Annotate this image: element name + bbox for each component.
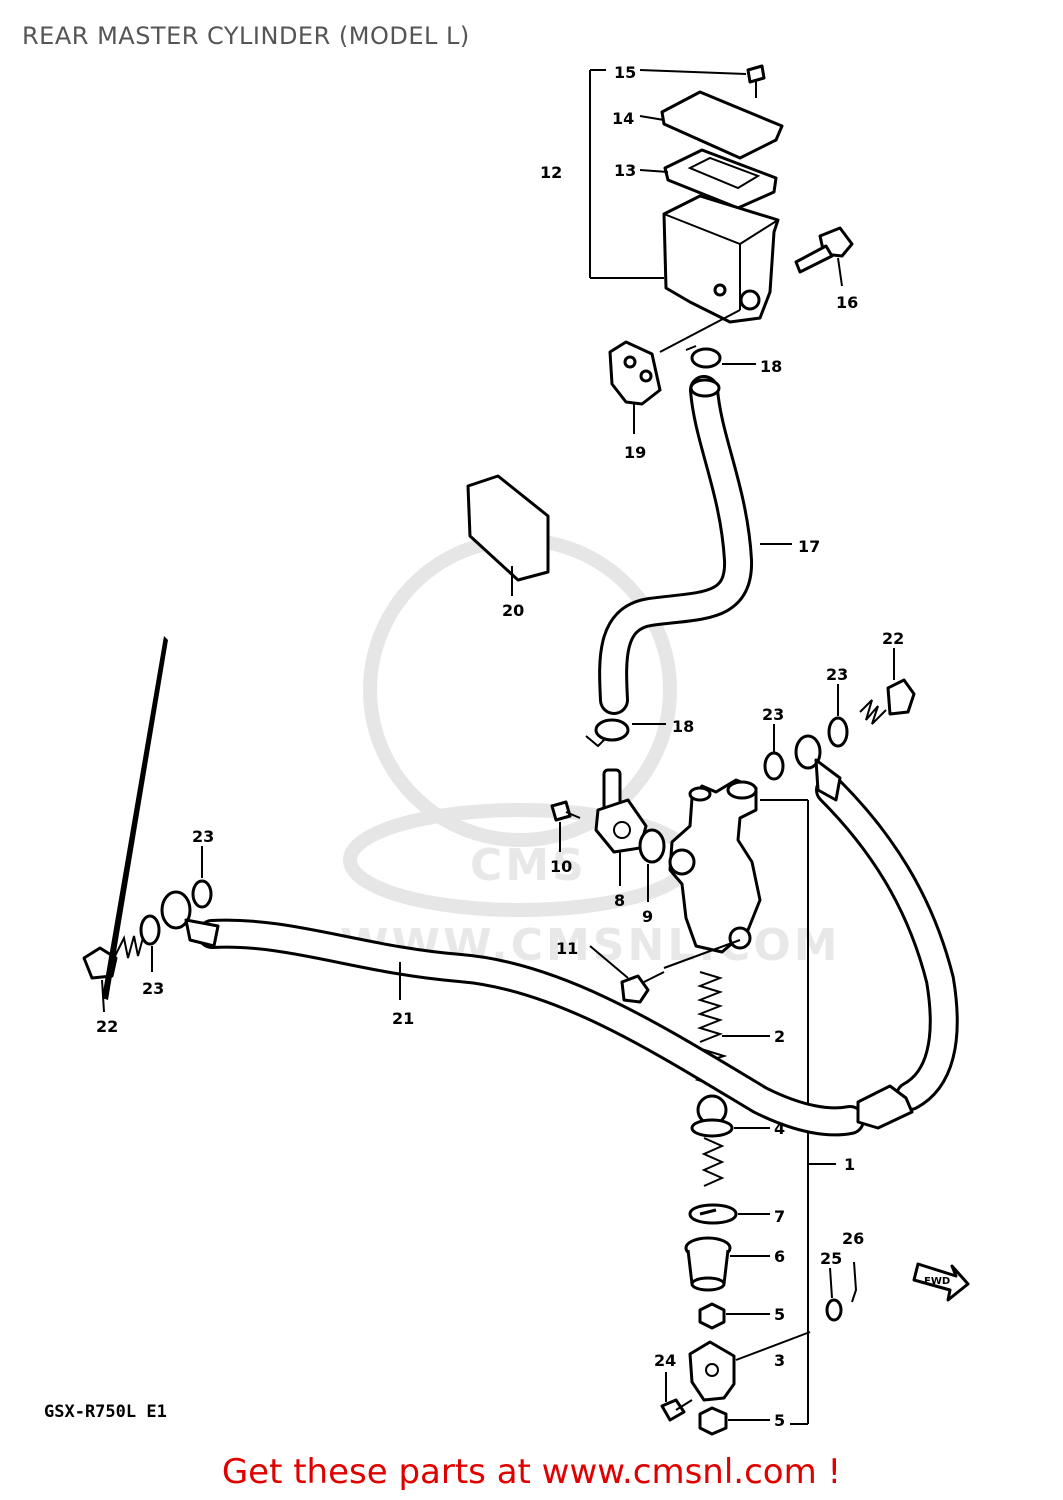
watermark-logo-text: CMS	[470, 840, 587, 891]
callout-24: 24	[654, 1351, 676, 1370]
part-5-nut-lower	[698, 1406, 728, 1436]
part-3-clevis	[688, 1340, 736, 1402]
callout-9: 9	[642, 907, 653, 926]
callout-22-right: 22	[882, 629, 904, 648]
part-1-master-cylinder-body	[668, 778, 762, 954]
part-22-banjo-bolt-right	[859, 678, 916, 725]
scan-artifact-stripe	[102, 636, 168, 1000]
callout-18-lower: 18	[672, 717, 694, 736]
part-21-brake-hose-right	[794, 734, 959, 1130]
callout-23-right-upper: 23	[826, 665, 848, 684]
part-12-reservoir	[662, 194, 780, 324]
part-4-piston	[690, 1047, 734, 1187]
part-20-label	[466, 474, 550, 582]
part-21-brake-hose	[197, 918, 865, 1137]
callout-17: 17	[798, 537, 820, 556]
part-5-nut-upper	[698, 1302, 726, 1330]
part-23-washer-right-upper	[827, 716, 849, 748]
callout-7: 7	[774, 1207, 785, 1226]
part-15-bolt	[746, 64, 766, 98]
part-10-bleeder	[550, 800, 581, 822]
part-7-circlip	[688, 1203, 738, 1225]
callout-23-left-lower: 23	[142, 979, 164, 998]
callout-10: 10	[550, 857, 572, 876]
callout-3: 3	[774, 1351, 785, 1370]
part-18-clamp-lower	[585, 718, 630, 748]
part-25-washer	[825, 1298, 843, 1322]
part-8-union	[594, 768, 648, 854]
callout-4: 4	[774, 1119, 785, 1138]
callout-13: 13	[614, 161, 636, 180]
part-2-spring	[696, 971, 724, 1043]
callout-6: 6	[774, 1247, 785, 1266]
part-13-diaphragm	[663, 148, 778, 210]
callout-14: 14	[612, 109, 634, 128]
callout-22-left: 22	[96, 1017, 118, 1036]
part-11-screw	[620, 971, 665, 1004]
callout-15: 15	[614, 63, 636, 82]
callout-5-lower: 5	[774, 1411, 785, 1430]
fwd-arrow-icon: FWD	[912, 1262, 970, 1302]
part-19-plate	[608, 340, 662, 406]
part-21-banjo-left	[160, 890, 220, 948]
callout-16: 16	[836, 293, 858, 312]
callout-12: 12	[540, 163, 562, 182]
part-9-o-ring	[638, 828, 666, 864]
callout-19: 19	[624, 443, 646, 462]
callout-18-upper: 18	[760, 357, 782, 376]
part-24-pin	[660, 1398, 693, 1422]
page-title: REAR MASTER CYLINDER (MODEL L)	[22, 22, 470, 50]
part-23-washer-left-lower	[139, 914, 161, 946]
part-17-reservoir-hose	[598, 375, 753, 715]
callout-1: 1	[844, 1155, 855, 1174]
part-26-cotter-pin	[851, 1261, 858, 1303]
watermark-logo: WWW.CMSNL.COM CMS	[340, 533, 838, 971]
part-18-clamp-upper	[685, 345, 722, 369]
part-14-reservoir-cap	[660, 90, 784, 160]
callout-5-upper: 5	[774, 1305, 785, 1324]
cta-link[interactable]: Get these parts at www.cmsnl.com !	[221, 1452, 842, 1492]
callout-8: 8	[614, 891, 625, 910]
callout-25: 25	[820, 1249, 842, 1268]
callout-21: 21	[392, 1009, 414, 1028]
callout-23-right-lower: 23	[762, 705, 784, 724]
callout-2: 2	[774, 1027, 785, 1046]
callout-26: 26	[842, 1229, 864, 1248]
model-code: GSX-R750L E1	[44, 1402, 167, 1422]
callout-20: 20	[502, 601, 524, 620]
callout-11: 11	[556, 939, 578, 958]
part-23-washer-right-lower	[763, 751, 785, 781]
part-6-boot	[684, 1236, 732, 1292]
part-16-bolt	[794, 226, 854, 274]
part-23-washer-left-upper	[191, 879, 213, 909]
callout-23-left-upper: 23	[192, 827, 214, 846]
fwd-label: FWD	[924, 1276, 950, 1287]
